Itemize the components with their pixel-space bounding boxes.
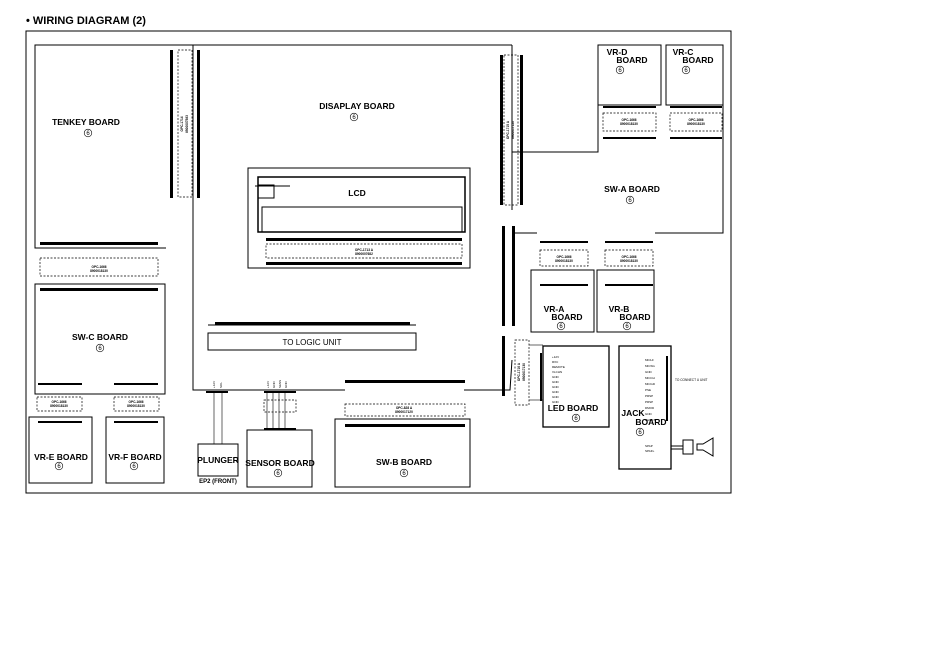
display-board-label: DISAPLAY BOARD (319, 101, 395, 111)
circle-jack: 6 (638, 430, 642, 436)
led-pin-8: GND (552, 390, 560, 394)
cable-vr-b-1: OPC-1666 (621, 255, 636, 259)
circle-sw-a: 6 (628, 198, 632, 204)
vr-a-label-1: VR-A (544, 304, 565, 314)
jack-pin-2: MICSG (645, 364, 656, 368)
tenkey-board-label: TENKEY BOARD (52, 117, 120, 127)
led-pin-5: GND (552, 375, 560, 379)
circle-tenkey: 6 (86, 131, 90, 137)
cable-led-1: OPC-1716 A (517, 362, 521, 381)
jack-pin-4: MICCH (645, 376, 655, 380)
sw-a-board-label: SW-A BOARD (604, 184, 660, 194)
jack-bottom-pin-2: SPAFL (645, 449, 655, 453)
cable-vr-c-1: OPC-1666 (688, 118, 703, 122)
cable-vr-f-2: 8900018130 (127, 404, 145, 408)
sensor-pin-4: GND (284, 381, 288, 389)
cable-vr-a-1: OPC-1666 (556, 255, 571, 259)
cable-tenkey-1: OPC-1714 (180, 116, 184, 131)
led-pin-2: RXC (552, 360, 559, 364)
cable-sw-b-1: OPC-828 A (396, 406, 413, 410)
cable-vr-c-2: 8900018130 (687, 122, 705, 126)
sensor-pin-2: GND (272, 381, 276, 389)
vr-b-label-1: VR-B (609, 304, 630, 314)
to-logic-unit-label: TO LOGIC UNIT (283, 338, 342, 347)
led-board-label: LED BOARD (548, 403, 599, 413)
vr-f-board-label: VR-F BOARD (108, 452, 161, 462)
diagram-title: • WIRING DIAGRAM (2) (26, 15, 146, 27)
jack-pin-11: CHEST (645, 418, 655, 422)
led-pin-4: VLCHN (552, 370, 562, 374)
vr-e-board-label: VR-E BOARD (34, 452, 88, 462)
vr-a-label-2: BOARD (551, 312, 582, 322)
circle-vr-a: 6 (559, 324, 563, 330)
led-pin-6: GND (552, 380, 560, 384)
jack-bottom-pin-1: SPAP (645, 444, 653, 448)
jack-label-2: BOARD (635, 417, 666, 427)
jack-pin-9: DMOD (645, 406, 655, 410)
jack-pin-3: GND (645, 370, 653, 374)
vr-d-label-2: BOARD (616, 55, 647, 65)
vr-d-label-1: VR-D (607, 47, 628, 57)
jack-pin-5: MICGD (645, 382, 656, 386)
ep2-label: EP2 (FRONT) (199, 479, 237, 485)
cable-sw-c-2: 8900018130 (90, 269, 108, 273)
circle-vr-b: 6 (625, 324, 629, 330)
lcd-label: LCD (348, 188, 365, 198)
circle-sw-b: 6 (402, 471, 406, 477)
circle-led: 6 (574, 416, 578, 422)
jack-note: TO CONNECT U UNIT (675, 378, 708, 382)
circle-vr-f: 6 (132, 464, 136, 470)
led-pin-7: GND (552, 385, 560, 389)
sw-c-board-label: SW-C BOARD (72, 332, 128, 342)
cable-vr-f-1: OPC-1666 (128, 400, 143, 404)
circle-vr-e: 6 (57, 464, 61, 470)
led-pin-9: GND (552, 395, 560, 399)
jack-pin-6: PSE (645, 388, 651, 392)
cable-sw-b-2: 8900017120 (395, 410, 413, 414)
jack-pin-7: PRSP (645, 394, 653, 398)
cable-sw-c-1: OPC-1666 (91, 265, 106, 269)
vr-c-label-2: BOARD (682, 55, 713, 65)
cable-lcd-2: 8900007682 (355, 252, 373, 256)
cable-tenkey-2: 8900007583 (185, 115, 189, 133)
vr-b-label-2: BOARD (619, 312, 650, 322)
cable-vr-d-1: OPC-1666 (621, 118, 636, 122)
cable-lcd-1: OPC-1713 A (355, 248, 374, 252)
jack-label-1: JACK (621, 408, 645, 418)
cable-vr-d-2: 8900018130 (620, 122, 638, 126)
plunger-pin-2: SOL (219, 382, 223, 388)
sensor-pin-3: SENS (278, 380, 282, 388)
circle-display: 6 (352, 115, 356, 121)
cable-vr-e-1: OPC-1666 (51, 400, 66, 404)
plunger-pin-1: +12V (212, 381, 216, 388)
jack-pin-8: PRSP (645, 400, 653, 404)
led-pin-1: +12V (552, 355, 559, 359)
led-pin-3: REMOTE (552, 365, 565, 369)
cable-sw-a-1: OPC-1715 A (506, 120, 510, 139)
plunger-label: PLUNGER (197, 455, 239, 465)
cable-vr-e-2: 8900018130 (50, 404, 68, 408)
led-pin-10: GND (552, 400, 560, 404)
sw-b-board-label: SW-B BOARD (376, 457, 432, 467)
cable-vr-a-2: 8900018130 (555, 259, 573, 263)
jack-pin-10: GND (645, 412, 653, 416)
vr-c-label-1: VR-C (673, 47, 694, 57)
cable-vr-b-2: 8900018130 (620, 259, 638, 263)
circle-vr-c: 6 (684, 68, 688, 74)
circle-sensor: 6 (276, 471, 280, 477)
cable-led-2: 8900017130 (522, 363, 526, 381)
circle-sw-c: 6 (98, 346, 102, 352)
jack-pin-1: MICHI (645, 358, 654, 362)
circle-vr-d: 6 (618, 68, 622, 74)
sensor-board-label: SENSOR BOARD (245, 458, 314, 468)
sensor-pin-1: +12V (266, 381, 270, 388)
cable-sw-a-2: 8900017120 (511, 121, 515, 139)
